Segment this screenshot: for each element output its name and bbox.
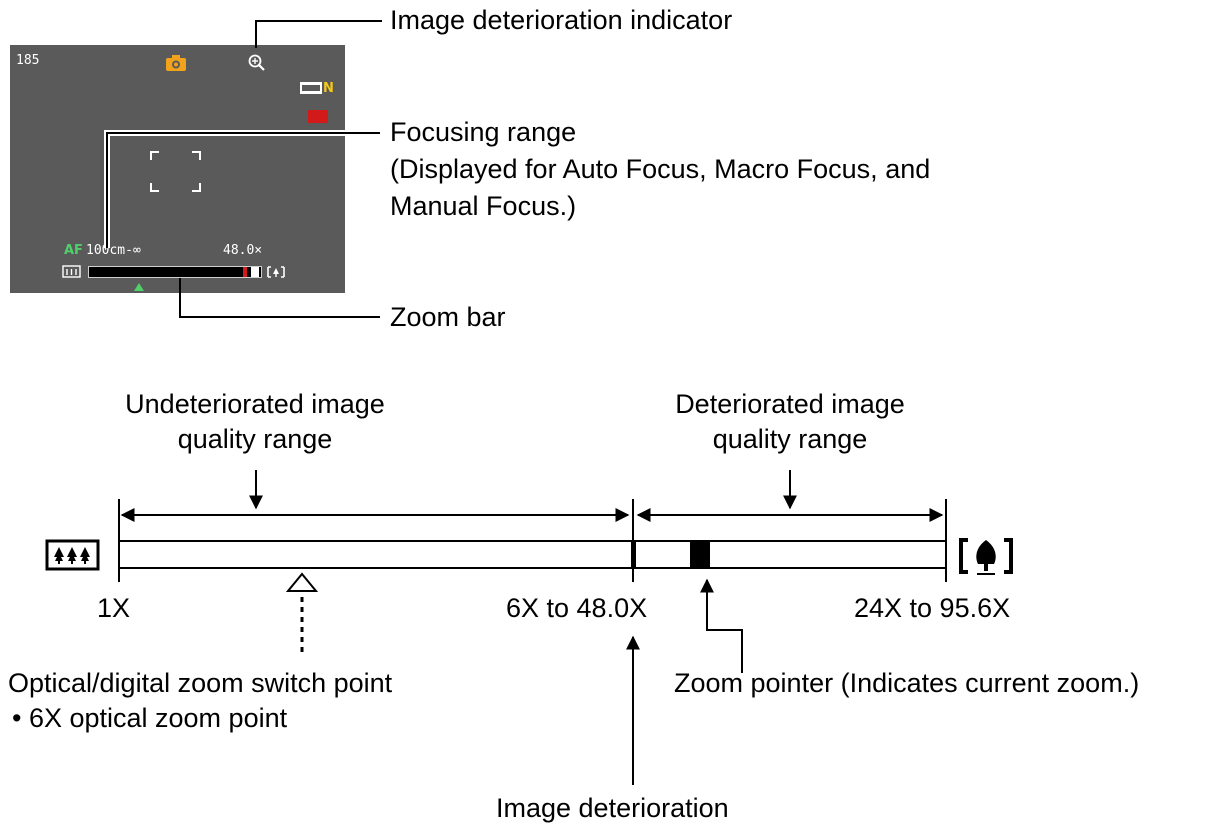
label-zoom-pointer: Zoom pointer (Indicates current zoom.)	[674, 668, 1140, 698]
tele-icon-small	[267, 266, 285, 278]
focus-frame-corner	[150, 183, 159, 192]
deterioration-point-mark	[631, 541, 636, 568]
focus-mode-label: AF	[64, 243, 83, 258]
tick-label-end: 24X to 95.6X	[854, 593, 1011, 623]
label-deteriorated-1: Deteriorated image	[675, 389, 905, 419]
zoom-pointer-mark	[690, 541, 710, 568]
leader-focusing-range	[106, 132, 380, 248]
quality-badge: N	[323, 81, 334, 96]
red-mode-icon	[308, 110, 328, 123]
zoom-value: 48.0×	[223, 243, 263, 258]
leader-deterioration-indicator	[255, 20, 382, 48]
label-focusing-range: Focusing range	[390, 117, 577, 147]
zoom-deterioration-icon	[248, 54, 265, 71]
camera-mode-icon	[166, 55, 186, 71]
switch-point-triangle	[285, 572, 319, 592]
zoom-pointer-leader	[700, 578, 743, 673]
label-deteriorated-2: quality range	[712, 424, 868, 454]
label-deterioration-indicator: Image deterioration indicator	[390, 5, 733, 35]
leader-focusing-range-halo	[104, 130, 380, 248]
label-focusing-note-2: Manual Focus.)	[390, 191, 577, 221]
focus-range-value: 100cm-∞	[86, 243, 141, 258]
wide-icon-small	[62, 265, 81, 278]
zoom-bar-large	[118, 540, 947, 569]
label-undeteriorated-1: Undeteriorated image	[125, 389, 385, 419]
label-focusing-note-1: (Displayed for Auto Focus, Macro Focus, …	[390, 154, 931, 184]
zoom-bar-pointer	[251, 267, 259, 277]
label-zoom-bar: Zoom bar	[390, 302, 506, 332]
tick-label-middle: 6X to 48.0X	[506, 593, 648, 623]
focus-frame-corner	[192, 151, 201, 160]
tele-tree-icon	[959, 538, 1013, 575]
focus-frame-corner	[192, 183, 201, 192]
zoom-switch-marker-small	[134, 283, 144, 291]
wide-trees-icon	[45, 539, 100, 571]
label-undeteriorated-2: quality range	[177, 424, 333, 454]
leader-zoom-bar	[179, 278, 380, 318]
zoom-bar-deterioration-mark	[243, 267, 247, 277]
label-image-deterioration: Image deterioration	[496, 793, 729, 823]
zoom-bar-small	[88, 266, 262, 278]
label-switch-point-bullet: • 6X optical zoom point	[12, 703, 288, 733]
camera-screen: 185 N AF 100cm-∞ 48.0×	[10, 45, 345, 293]
tick-label-start: 1X	[97, 593, 131, 623]
image-size-icon	[300, 82, 322, 94]
shots-remaining: 185	[16, 53, 40, 68]
focus-frame-corner	[150, 151, 159, 160]
label-switch-point: Optical/digital zoom switch point	[8, 668, 393, 698]
